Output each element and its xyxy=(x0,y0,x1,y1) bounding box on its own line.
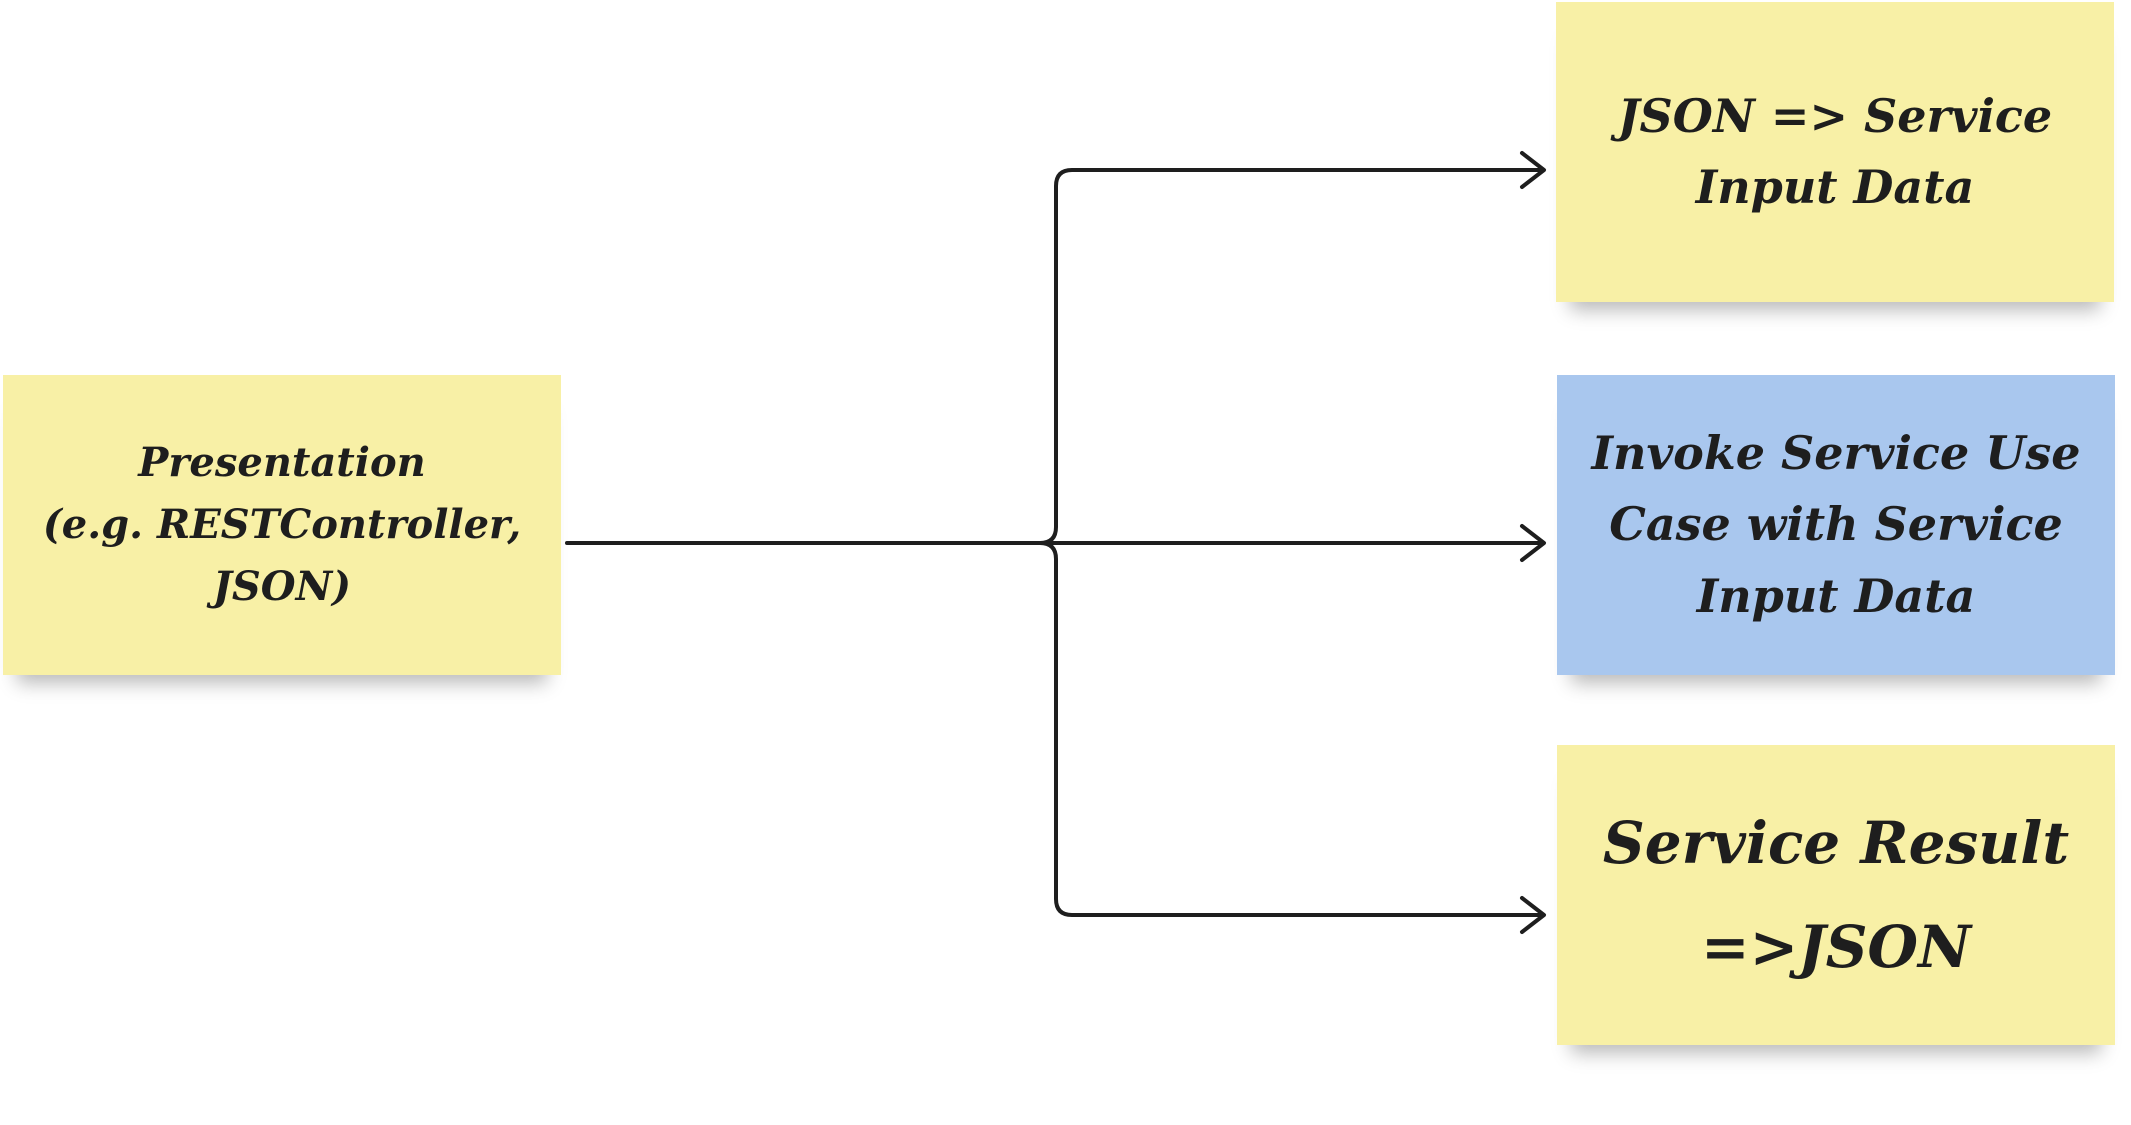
note-service-result-to-json-text: Service Result =>JSON xyxy=(1602,808,2070,981)
arrowhead-result xyxy=(1520,896,1546,934)
arrowhead-invoke xyxy=(1520,524,1546,562)
note-json-to-service-input-text: JSON => Service Input Data xyxy=(1617,88,2053,214)
note-json-to-service-input[interactable]: JSON => Service Input Data xyxy=(1556,2,2114,302)
note-presentation-text: Presentation (e.g. RESTController, JSON) xyxy=(42,439,522,610)
arrowhead-json-input xyxy=(1520,151,1546,189)
note-presentation[interactable]: Presentation (e.g. RESTController, JSON) xyxy=(3,375,561,675)
note-invoke-service-use-case[interactable]: Invoke Service Use Case with Service Inp… xyxy=(1557,375,2115,675)
note-invoke-service-use-case-text: Invoke Service Use Case with Service Inp… xyxy=(1591,426,2081,623)
connector-to-json-input xyxy=(1038,168,1542,545)
connector-to-result xyxy=(1038,541,1542,917)
note-service-result-to-json[interactable]: Service Result =>JSON xyxy=(1557,745,2115,1045)
